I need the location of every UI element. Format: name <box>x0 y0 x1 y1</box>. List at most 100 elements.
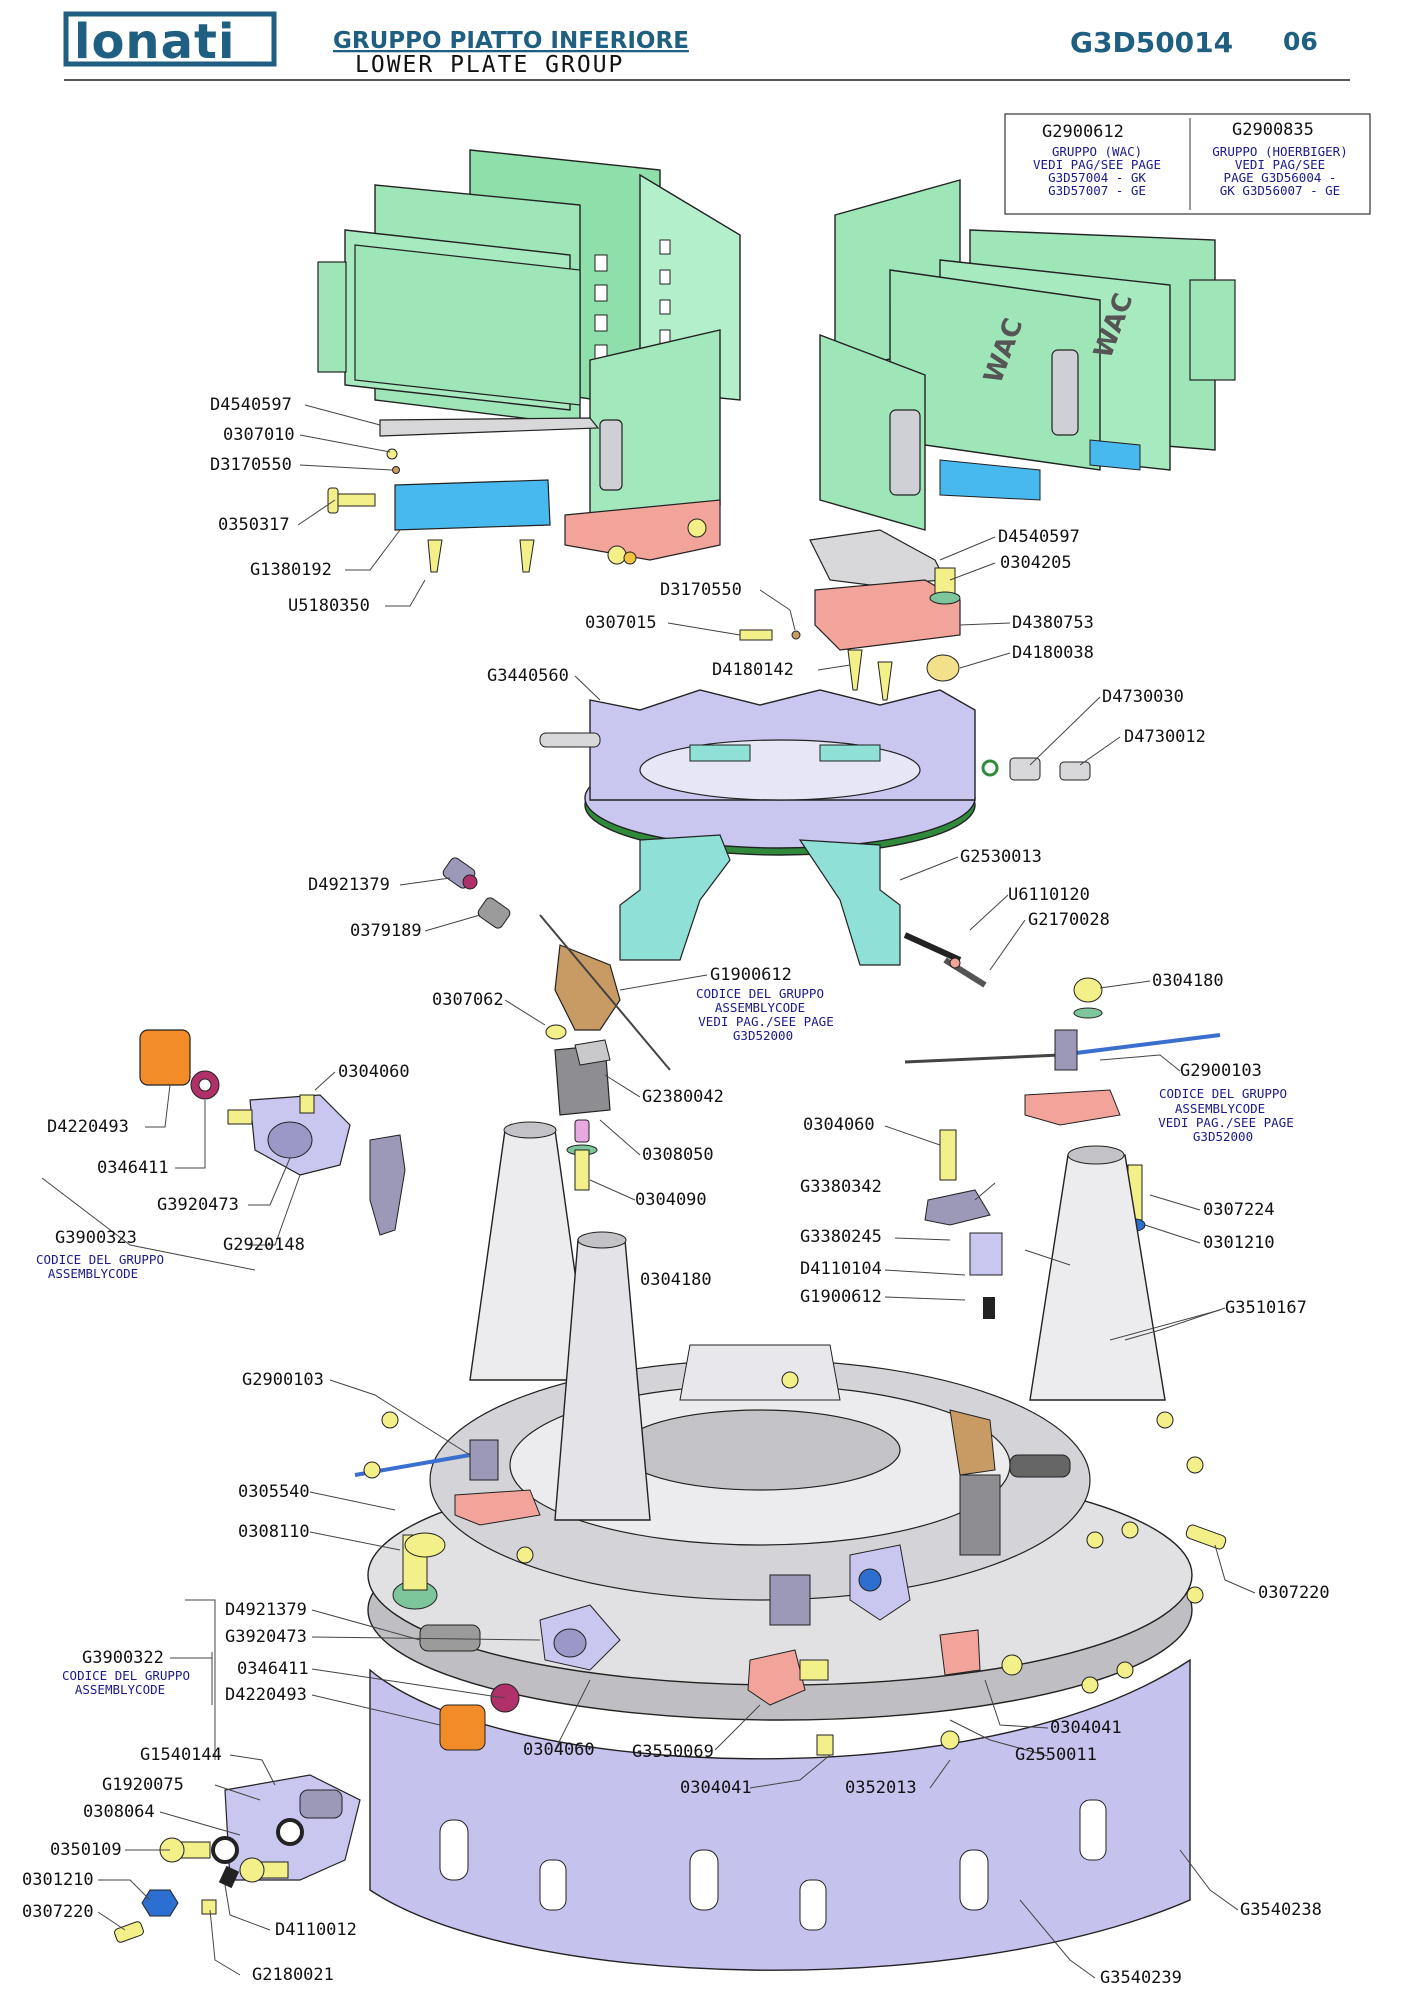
crown-ring-assembly <box>539 689 1091 988</box>
part-label: 0304060 <box>803 1115 875 1135</box>
part-label: D3170550 <box>210 455 292 475</box>
title-italian: GRUPPO PIATTO INFERIORE <box>333 28 689 54</box>
assembly-note-line: G3D52000 <box>733 1028 793 1043</box>
info-right-line: GK G3D56007 - GE <box>1220 183 1340 198</box>
part-label: G1900612 <box>710 965 792 985</box>
part-label: D4540597 <box>210 395 292 415</box>
part-label: G3900323 <box>55 1228 137 1248</box>
part-label: 0307015 <box>585 613 657 633</box>
document-code: G3D50014 <box>1070 26 1233 59</box>
part-label: D4180142 <box>712 660 794 680</box>
part-label: G3380342 <box>800 1177 882 1197</box>
part-label: 0304041 <box>1050 1718 1122 1738</box>
assembly-note-line: CODICE DEL GRUPPO <box>36 1252 164 1267</box>
left-exploded-cluster <box>139 1029 406 1236</box>
part-label: G3550069 <box>632 1742 714 1762</box>
assembly-note-line: G3D52000 <box>1193 1129 1253 1144</box>
part-labels: D4540597 0307010 D3170550 0350317 G13801… <box>22 395 1330 1988</box>
part-label: 0304205 <box>1000 553 1072 573</box>
assembly-note-line: ASSEMBLYCODE <box>75 1682 165 1697</box>
part-label: G1920075 <box>102 1775 184 1795</box>
part-label: 0379189 <box>350 921 422 941</box>
part-label: 0301210 <box>22 1870 94 1890</box>
right-small-parts <box>739 529 961 701</box>
info-right-code: G2900835 <box>1232 120 1314 140</box>
assembly-notes: CODICE DEL GRUPPO ASSEMBLYCODE VEDI PAG.… <box>36 986 1294 1697</box>
part-label: D4921379 <box>225 1600 307 1620</box>
assembly-note-line: CODICE DEL GRUPPO <box>62 1668 190 1683</box>
part-label: G2530013 <box>960 847 1042 867</box>
part-label: 0307062 <box>432 990 504 1010</box>
part-label: 0304180 <box>640 1270 712 1290</box>
part-label: G3380245 <box>800 1227 882 1247</box>
part-label: 0304060 <box>523 1740 595 1760</box>
part-label: G2180021 <box>252 1965 334 1985</box>
left-small-parts <box>327 417 600 573</box>
part-label: D4180038 <box>1012 643 1094 663</box>
part-label: D4220493 <box>225 1685 307 1705</box>
part-label: 0304090 <box>635 1190 707 1210</box>
part-label: 0350109 <box>50 1840 122 1860</box>
part-label: D4110012 <box>275 1920 357 1940</box>
info-left-line: G3D57004 - GK <box>1048 170 1146 185</box>
assembly-note-line: VEDI PAG./SEE PAGE <box>1158 1115 1293 1130</box>
logo-text: lonati <box>74 14 235 70</box>
info-left-code: G2900612 <box>1042 122 1124 142</box>
part-label: G2900103 <box>242 1370 324 1390</box>
part-label: 0304060 <box>338 1062 410 1082</box>
part-label: 0350317 <box>218 515 290 535</box>
part-label: D4220493 <box>47 1117 129 1137</box>
page-number: 06 <box>1283 27 1318 56</box>
assembly-note-line: VEDI PAG./SEE PAGE <box>698 1014 833 1029</box>
part-label: 0307010 <box>223 425 295 445</box>
assembly-note-line: CODICE DEL GRUPPO <box>696 986 824 1001</box>
valve-group-left <box>442 857 671 1191</box>
part-label: G3920473 <box>157 1195 239 1215</box>
part-label: G3440560 <box>487 666 569 686</box>
part-label: D3170550 <box>660 580 742 600</box>
part-label: U6110120 <box>1008 885 1090 905</box>
part-label: 0346411 <box>237 1659 309 1679</box>
part-label: 0308064 <box>83 1802 155 1822</box>
part-label: G1900612 <box>800 1287 882 1307</box>
lonati-logo: lonati <box>63 11 277 70</box>
part-label: 0304180 <box>1152 971 1224 991</box>
title-english: LOWER PLATE GROUP <box>355 52 624 78</box>
part-label: D4730030 <box>1102 687 1184 707</box>
wac-module-stack-right: WAC WAC <box>819 179 1236 531</box>
part-label: 0301210 <box>1203 1233 1275 1253</box>
part-label: G2900103 <box>1180 1061 1262 1081</box>
info-right-line: PAGE G3D56004 - <box>1224 170 1337 185</box>
assembly-note-line: ASSEMBLYCODE <box>715 1000 805 1015</box>
part-label: 0307220 <box>1258 1583 1330 1603</box>
part-label: 0307220 <box>22 1902 94 1922</box>
illustration: WAC WAC <box>114 149 1236 1971</box>
part-label: G2170028 <box>1028 910 1110 930</box>
part-label: G2380042 <box>642 1087 724 1107</box>
part-label: 0305540 <box>238 1482 310 1502</box>
info-left-line: VEDI PAG/SEE PAGE <box>1033 157 1161 172</box>
right-exploded-cluster <box>904 977 1227 1550</box>
part-label: D4921379 <box>308 875 390 895</box>
part-label: G1540144 <box>140 1745 222 1765</box>
part-label: 0304041 <box>680 1778 752 1798</box>
info-left-line: G3D57007 - GE <box>1048 183 1146 198</box>
part-label: G2550011 <box>1015 1745 1097 1765</box>
part-label: G2920148 <box>223 1235 305 1255</box>
part-label: G3510167 <box>1225 1298 1307 1318</box>
part-label: D4730012 <box>1124 727 1206 747</box>
part-label: G3540239 <box>1100 1968 1182 1988</box>
info-left-line: GRUPPO (WAC) <box>1052 144 1142 159</box>
part-label: U5180350 <box>288 596 370 616</box>
reference-info-box: G2900612 GRUPPO (WAC) VEDI PAG/SEE PAGE … <box>1004 113 1371 215</box>
info-right-line: GRUPPO (HOERBIGER) <box>1212 144 1347 159</box>
lower-plate-base <box>354 1121 1204 1971</box>
part-label: 0308110 <box>238 1522 310 1542</box>
part-label: D4380753 <box>1012 613 1094 633</box>
part-label: G3540238 <box>1240 1900 1322 1920</box>
header: lonati GRUPPO PIATTO INFERIORE LOWER PLA… <box>63 11 1350 81</box>
leader-lines <box>41 404 1256 1979</box>
part-label: G3920473 <box>225 1627 307 1647</box>
part-label: 0308050 <box>642 1145 714 1165</box>
